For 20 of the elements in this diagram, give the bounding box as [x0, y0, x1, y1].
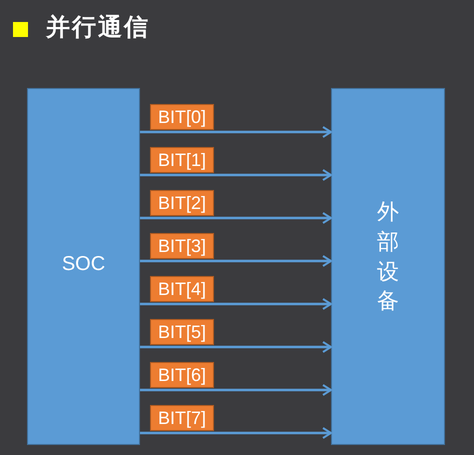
edge-label: BIT[1] [150, 147, 214, 173]
arrow [140, 384, 332, 396]
edge-label: BIT[3] [150, 233, 214, 259]
arrow [140, 126, 332, 138]
edge-label: BIT[4] [150, 276, 214, 302]
block-box [27, 88, 140, 445]
arrow [140, 298, 332, 310]
arrow [140, 341, 332, 353]
arrow [140, 169, 332, 181]
block-box [331, 88, 445, 445]
block-label: 外部设备 [377, 198, 399, 316]
block-label: SOC [62, 252, 106, 276]
arrow [140, 427, 332, 439]
edge-label: BIT[2] [150, 190, 214, 216]
arrow [140, 212, 332, 224]
edge-label: BIT[5] [150, 319, 214, 345]
title: 并行通信 [46, 12, 150, 42]
edge-label: BIT[0] [150, 104, 214, 130]
edge-label: BIT[6] [150, 362, 214, 388]
edge-label: BIT[7] [150, 405, 214, 431]
